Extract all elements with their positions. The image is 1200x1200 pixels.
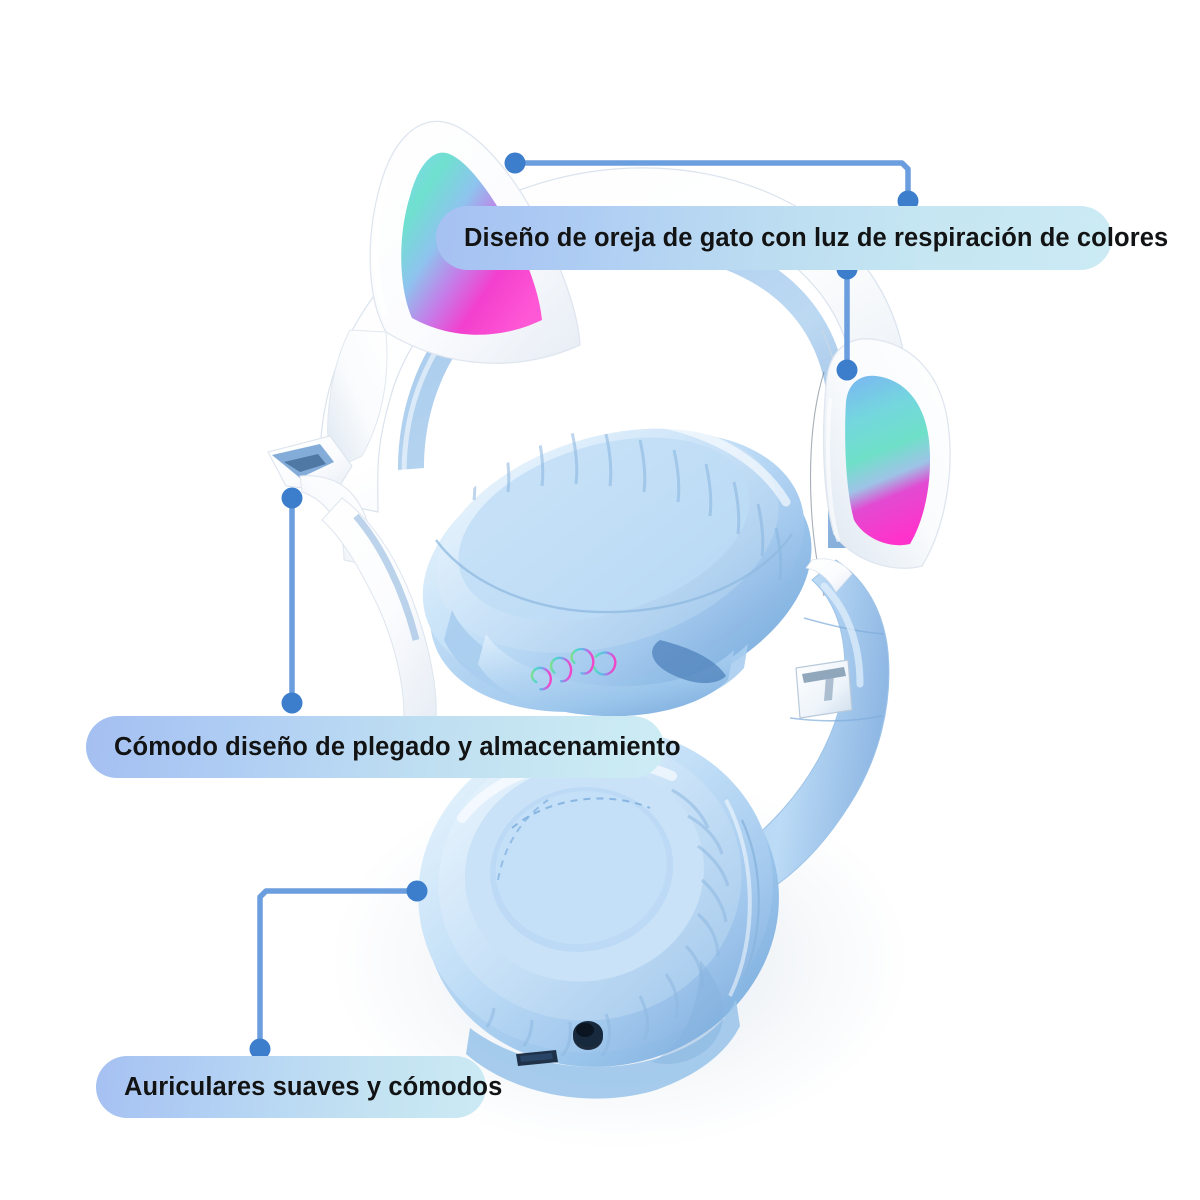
- slider-window: [795, 659, 853, 719]
- callout-label-cat-ear-light: Diseño de oreja de gato con luz de respi…: [436, 206, 1169, 270]
- callout-label-soft-earcups: Auriculares suaves y cómodos: [96, 1056, 503, 1118]
- callout-label-text: Diseño de oreja de gato con luz de respi…: [464, 223, 1169, 252]
- right-cat-ear: [809, 338, 951, 597]
- callout-label-text: Cómodo diseño de plegado y almacenamient…: [114, 732, 681, 761]
- callout-label-text: Auriculares suaves y cómodos: [124, 1072, 503, 1101]
- aux-port: [573, 1021, 603, 1050]
- fold-hinge: [267, 435, 437, 723]
- open-earcup: [418, 727, 779, 1099]
- callout-label-folding-design: Cómodo diseño de plegado y almacenamient…: [86, 716, 681, 778]
- charge-port: [516, 1050, 558, 1066]
- rgb-logo-glow: [530, 647, 617, 691]
- folded-earcup: [422, 413, 812, 717]
- right-ear-rgb-light: [845, 375, 931, 546]
- left-cat-ear: [327, 120, 581, 471]
